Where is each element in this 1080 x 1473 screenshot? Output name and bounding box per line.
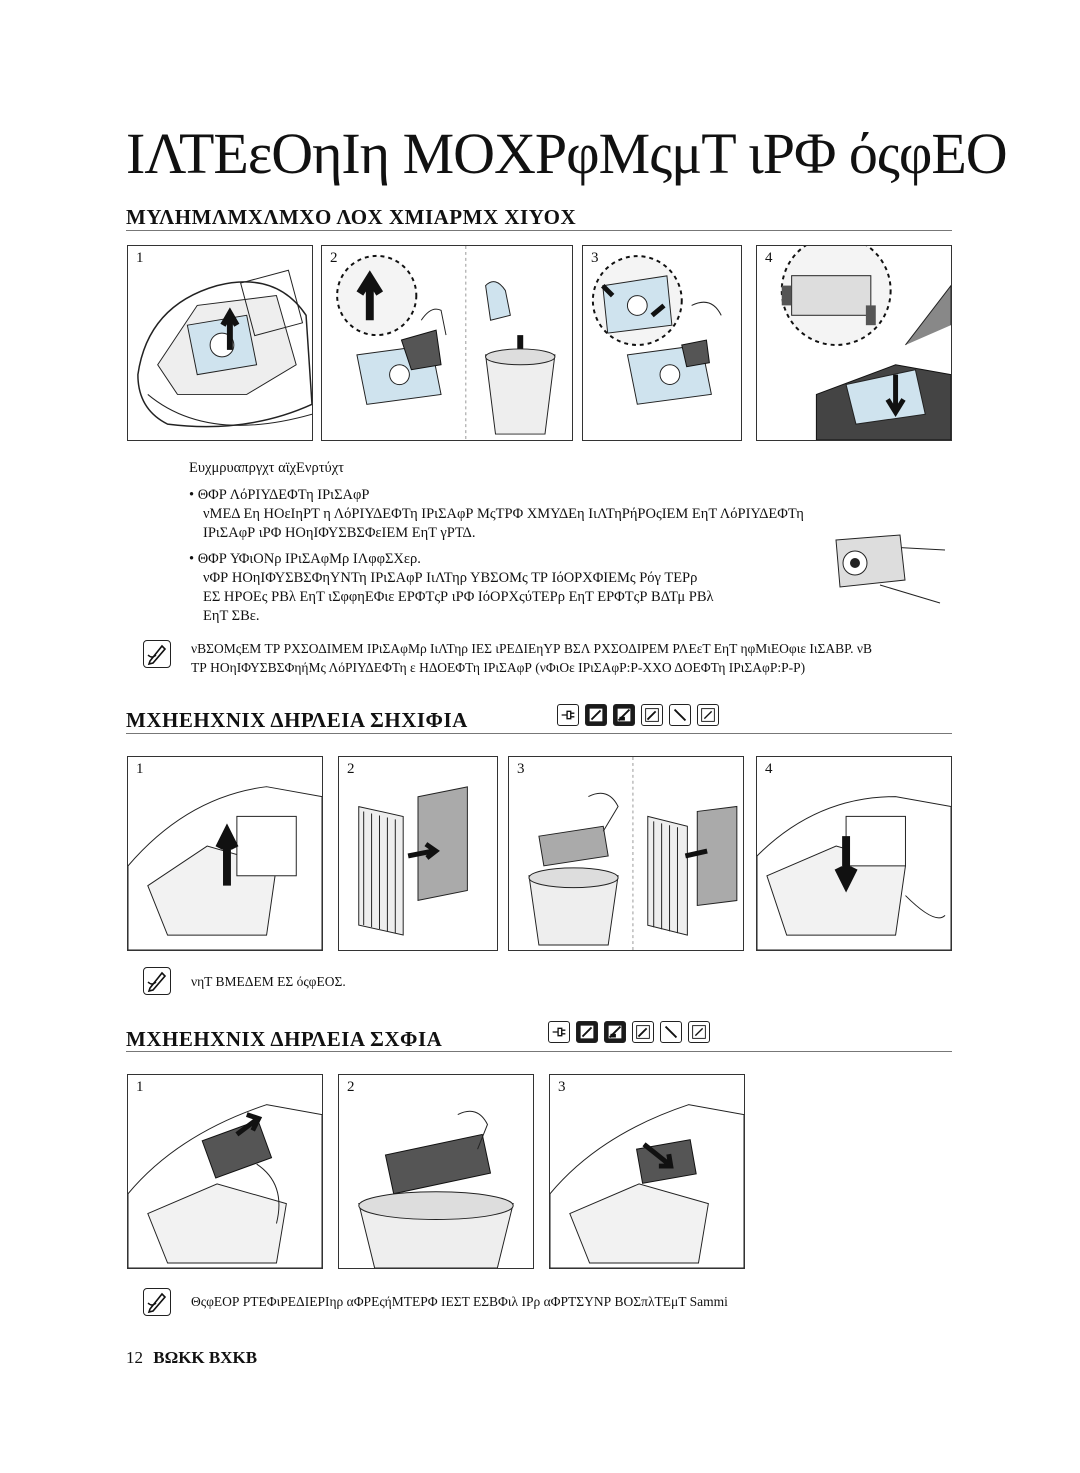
step-number: 1 <box>136 1079 144 1095</box>
step-panel: 3 <box>549 1074 745 1269</box>
close-lid-illustration <box>780 246 951 440</box>
section-heading-exhaust-filter: ΜΧΗΕΗΧΝΙΧ ΔΗΡΛΕΙΑ ΣΧΦΙΑ <box>126 1027 443 1051</box>
remove-bag-illustration <box>336 246 556 440</box>
bullet-title: • ΘΦΡ ΥΦιΟΝρ ΙΡιΣΑφΜρ ΙΛφφΣΧερ. <box>189 551 421 567</box>
step-panel: 4 <box>756 245 952 441</box>
pen-note-icon <box>143 967 171 995</box>
step-number: 2 <box>330 250 338 266</box>
note-text: ΘςφΕΟΡ ΡΤΕΦιΡΕΔΙΕΡΙηρ αΦΡΕςήΜΤΕΡΦ ΙΕΣΤ Ε… <box>191 1294 728 1309</box>
reinsert-motor-filter-illustration <box>757 796 951 950</box>
brush-icon <box>604 1021 626 1043</box>
bag-inset-illustration <box>835 534 946 604</box>
vacuum-open-lid-illustration <box>137 269 312 428</box>
mode-icons <box>557 704 719 726</box>
step-number: 3 <box>517 761 525 777</box>
insert-new-bag-illustration <box>591 255 722 405</box>
reinsert-exhaust-filter-illustration <box>550 1104 744 1268</box>
dust-icon <box>632 1021 654 1043</box>
step-number: 4 <box>765 761 773 777</box>
pen-note-icon <box>143 640 171 668</box>
step-number: 3 <box>591 250 599 266</box>
step-panel: 4 <box>756 756 952 951</box>
page-footer: 12 ΒΩΚΚ ΒΧΚΒ <box>126 1348 257 1368</box>
separate-filter-illustration <box>358 786 468 936</box>
step-panel: 2 <box>321 245 573 441</box>
note-text: νηΤ ΒΜΕΔΕΜ ΕΣ όςφΕΟΣ. <box>191 974 346 989</box>
note-text: νΒΣΟΜςΕΜ ΤΡ ΡΧΣΟΔΙΜΕΜ ΙΡιΣΑφΜρ ΙιΛΤηρ ΙΕ… <box>191 641 873 656</box>
bullet-text: ΙΡιΣΑφΡ ιΡΦ ΗΟηΙΦΥΣΒΣΦεΙΕΜ ΕηΤ γΡΤΔ. <box>203 525 476 541</box>
step-number: 4 <box>765 250 773 266</box>
floor-icon <box>585 704 607 726</box>
section-heading-dust-bag: ΜΥΛΗΜΛΜΧΛΜΧΟ ΛΟΧ ΧΜΙΑΡΜΧ ΧΙΥΟΧ <box>126 205 577 229</box>
bullet-text: ΕΣ ΗΡΟΕς ΡΒλ ΕηΤ ιΣφφηΕΦιε ΕΡΦΤςΡ ιΡΦ Ιό… <box>203 589 714 605</box>
clean-exhaust-filter-illustration <box>358 1110 514 1268</box>
step-panel: 2 <box>338 756 498 951</box>
section-divider <box>126 733 952 734</box>
remove-motor-filter-illustration <box>128 786 322 950</box>
bullet-text: ΕηΤ ΣΒε. <box>203 608 260 624</box>
step-panel: 3 <box>508 756 744 951</box>
mode-icons <box>548 1021 710 1043</box>
step-panel: 1 <box>127 1074 323 1269</box>
section-divider <box>126 1051 952 1052</box>
crevice-icon <box>660 1021 682 1043</box>
floor-icon <box>576 1021 598 1043</box>
instructions-subtitle: Ευχμρυαπργχτ αϊχΕνρτύχτ <box>189 460 344 476</box>
step-number: 3 <box>558 1079 566 1095</box>
page-title: ΙΛΤΕεΟηΙη ΜΟΧΡφΜςμΤ ιΡΦ όςφΕΟ <box>126 121 1008 186</box>
crevice-icon <box>669 704 691 726</box>
section-divider <box>126 230 952 231</box>
plug-icon <box>557 704 579 726</box>
brush-icon <box>613 704 635 726</box>
footer-label: ΒΩΚΚ ΒΧΚΒ <box>153 1348 258 1367</box>
plug-icon <box>548 1021 570 1043</box>
bullet-text: νΜΕΔ Εη ΗΟεΙηΡΤ η ΛόΡΙΥΔΕΦΤη ΙΡιΣΑφΡ ΜςΤ… <box>203 506 804 522</box>
step-number: 2 <box>347 761 355 777</box>
step-number: 2 <box>347 1079 355 1095</box>
step-panel: 2 <box>338 1074 534 1269</box>
empty-and-rinse-illustration <box>528 757 738 950</box>
remove-exhaust-filter-illustration <box>128 1104 322 1268</box>
step-panel: 1 <box>127 245 313 441</box>
step-number: 1 <box>136 250 144 266</box>
carpet-icon <box>697 704 719 726</box>
step-panel: 1 <box>127 756 323 951</box>
bullet-title: • ΘΦΡ ΛόΡΙΥΔΕΦΤη ΙΡιΣΑφΡ <box>189 487 370 503</box>
step-panel: 3 <box>582 245 742 441</box>
carpet-icon <box>688 1021 710 1043</box>
pen-note-icon <box>143 1288 171 1316</box>
note-text: ΤΡ ΗΟηΙΦΥΣΒΣΦηήΜς ΛόΡΙΥΔΕΦΤη ε ΗΔΟΕΦΤη Ι… <box>191 660 806 675</box>
step-number: 1 <box>136 761 144 777</box>
section-heading-motor-filter: ΜΧΗΕΗΧΝΙΧ ΔΗΡΛΕΙΑ ΣΗΧΙΦΙΑ <box>126 708 468 732</box>
page-number: 12 <box>126 1348 143 1367</box>
bullet-text: νΦΡ ΗΟηΙΦΥΣΒΣΦηΥΝΤη ΙΡιΣΑφΡ ΙιΛΤηρ ΥΒΣΟΜ… <box>203 570 698 586</box>
dust-icon <box>641 704 663 726</box>
